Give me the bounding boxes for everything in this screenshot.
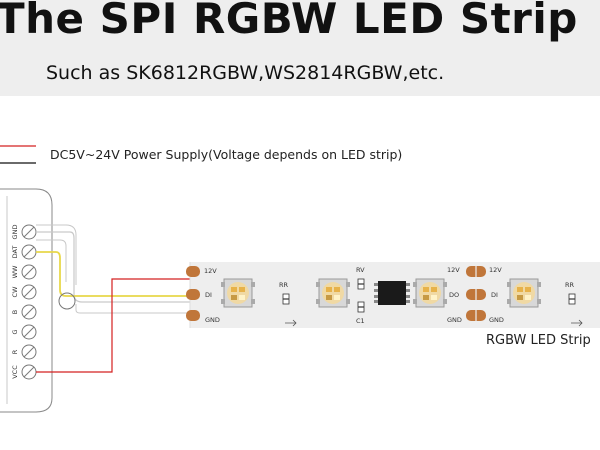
- cable-outline-lower: [75, 304, 190, 314]
- pad-label-gnd-right: GND: [489, 316, 504, 324]
- pad-label-di-right: DI: [491, 291, 498, 299]
- page-title: The SPI RGBW LED Strip: [0, 0, 578, 43]
- terminal-label-dat: DAT: [11, 246, 19, 259]
- terminal-label-b: B: [11, 310, 19, 314]
- label-rr-1: RR: [279, 281, 289, 289]
- pad-label-gnd: GND: [205, 316, 220, 324]
- pad-gnd-left: [186, 310, 200, 321]
- pad-label-gnd-mid: GND: [447, 316, 462, 324]
- ground-wire: [36, 231, 190, 303]
- driver-ic: [374, 281, 410, 305]
- left-pads: 12V DI GND: [186, 266, 220, 324]
- pad-label-12v-right: 12V: [489, 266, 502, 274]
- terminal-label-vcc: VCC: [11, 365, 19, 379]
- cable-outline: [36, 224, 77, 285]
- terminal-dat: [21, 244, 37, 260]
- label-rr-2: RR: [565, 281, 575, 289]
- pad-label-12v: 12V: [204, 267, 217, 275]
- page-subtitle: Such as SK6812RGBW,WS2814RGBW,etc.: [46, 62, 445, 84]
- controller-terminals: [21, 224, 37, 380]
- direction-arrow-icon: [285, 319, 297, 327]
- middle-cut-pads: 12V DO GND 12V DI GND: [447, 262, 504, 328]
- terminal-b: [21, 304, 37, 320]
- terminal-label-r: R: [11, 349, 19, 354]
- power-supply-note: DC5V~24V Power Supply(Voltage depends on…: [50, 147, 403, 162]
- pad-12v-left: [186, 266, 200, 277]
- led-chip-4: [507, 278, 541, 308]
- terminal-label-gnd: GND: [11, 225, 19, 240]
- pad-label-12v-mid: 12V: [447, 266, 460, 274]
- pad-label-do: DO: [449, 291, 459, 299]
- terminal-gnd: [21, 224, 37, 240]
- terminal-vcc: [21, 364, 37, 380]
- title-banner: The SPI RGBW LED Strip Such as SK6812RGB…: [0, 0, 600, 96]
- terminal-r: [21, 344, 37, 360]
- pad-label-di: DI: [205, 291, 212, 299]
- direction-arrow-icon-2: [571, 319, 583, 327]
- wire-junction: [58, 292, 76, 310]
- power-wire: [36, 278, 190, 373]
- terminal-cw: [21, 284, 37, 300]
- label-c1: C1: [356, 317, 365, 325]
- terminal-g: [21, 324, 37, 340]
- terminal-label-g: G: [11, 329, 19, 334]
- led-chip-1: [221, 278, 255, 308]
- led-chip-3: [413, 278, 447, 308]
- led-strip-label: RGBW LED Strip: [486, 333, 591, 348]
- terminal-ww: [21, 264, 37, 280]
- led-chip-2: [316, 278, 350, 308]
- controller-box: [0, 188, 53, 413]
- label-rv: RV: [356, 266, 365, 274]
- terminal-label-ww: WW: [11, 265, 19, 278]
- pad-di-left: [186, 289, 200, 300]
- data-wire: [36, 251, 190, 297]
- terminal-label-cw: CW: [11, 286, 19, 298]
